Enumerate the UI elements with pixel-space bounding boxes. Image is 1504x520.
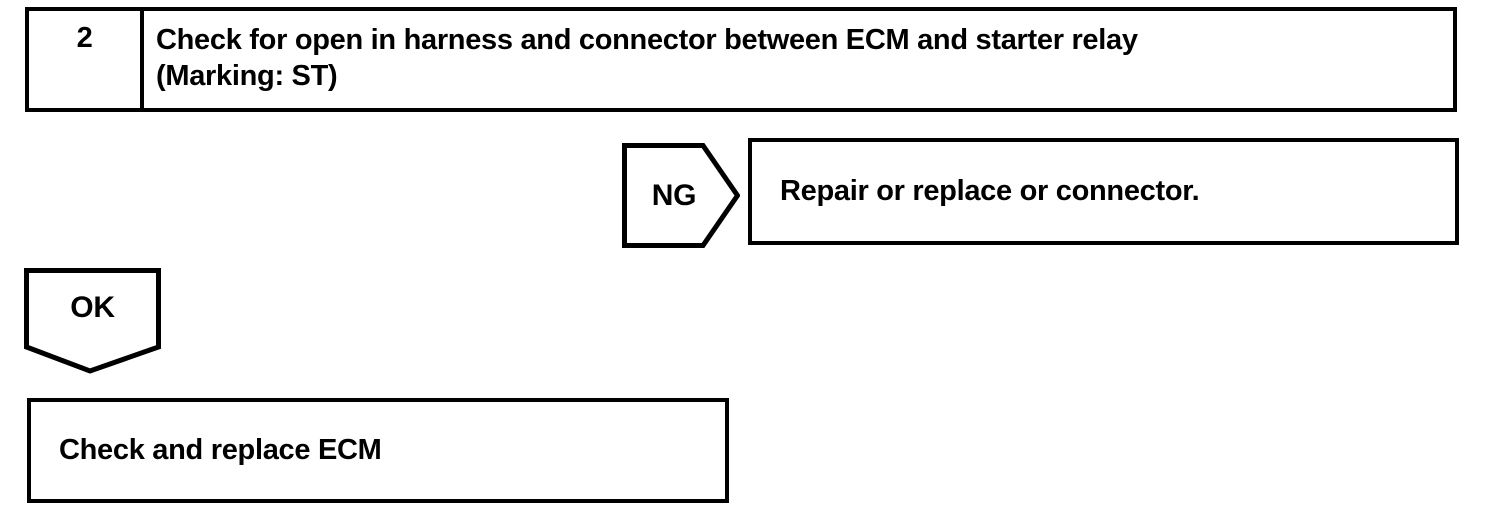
ng-branch-tag: NG [622, 143, 740, 248]
ng-action-text: Repair or replace or connector. [780, 175, 1200, 207]
ng-arrow-shape [622, 143, 740, 248]
ok-action-text: Check and replace ECM [59, 434, 382, 466]
ok-branch-tag: OK [24, 268, 161, 374]
ng-label: NG [651, 178, 697, 212]
step-instruction: Check for open in harness and connector … [156, 24, 1138, 92]
ok-label: OK [70, 291, 115, 324]
step-box: 2 Check for open in harness and connecto… [25, 7, 1457, 112]
ok-action-box: Check and replace ECM [27, 398, 729, 503]
step-number: 2 [29, 11, 144, 108]
ng-action-box: Repair or replace or connector. [748, 138, 1459, 245]
ok-arrow-shape [24, 268, 161, 374]
